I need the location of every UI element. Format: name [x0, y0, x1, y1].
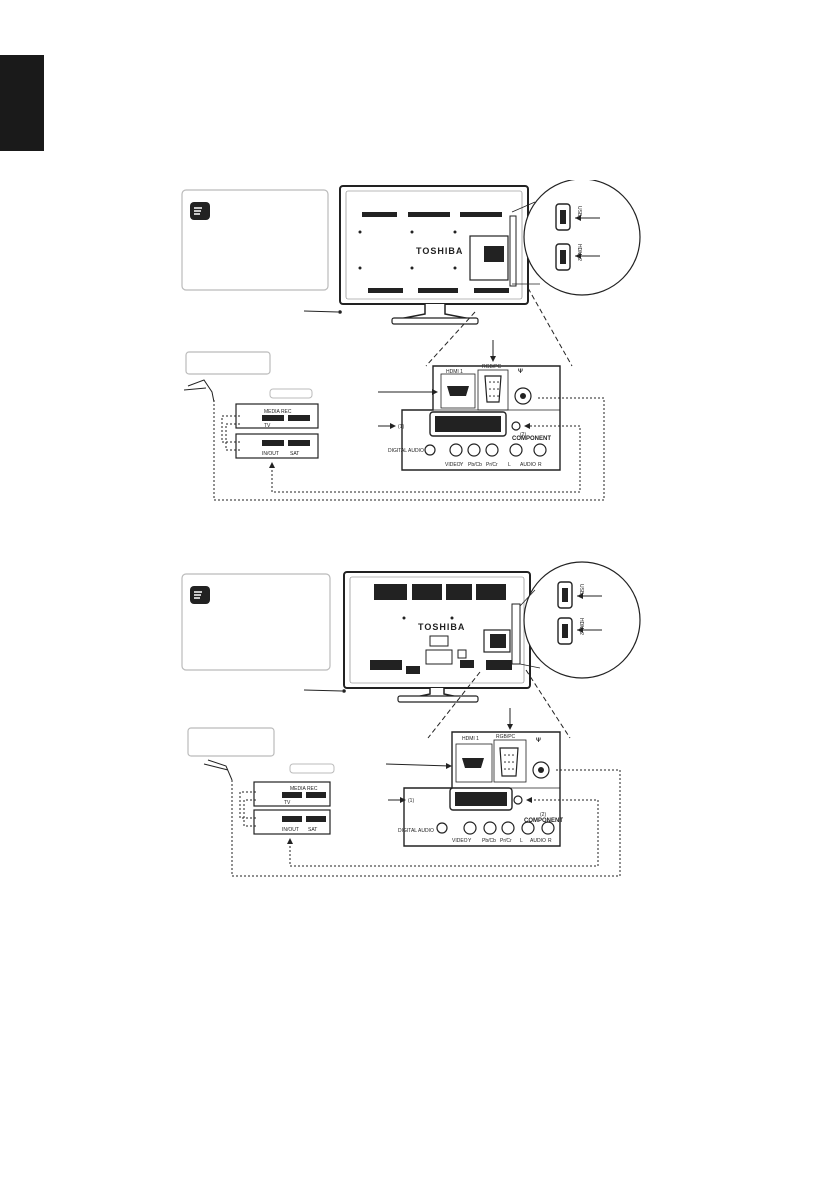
- recorder-title: MEDIA REC: [264, 409, 292, 415]
- rgbpc-port-label: RGB/PC: [496, 734, 516, 740]
- recorder-tv-label: TV: [284, 800, 291, 806]
- y-jack-label: Y: [468, 838, 472, 844]
- scart-port-label: (1): [408, 798, 414, 804]
- pb-jack-label: Pb/Cb: [482, 838, 496, 844]
- media-recorder-device: MEDIA REC TV IN/OUT SAT: [187, 727, 335, 835]
- video-jack-label: VIDEO: [445, 462, 461, 468]
- video-jack-label: VIDEO: [452, 838, 468, 844]
- side-ports-magnifier: USB HDMI 2: [511, 180, 641, 296]
- audio-r-jack-label: R: [548, 838, 552, 844]
- recorder-inout-label: IN/OUT: [262, 451, 279, 457]
- usb-port-label: USB: [576, 206, 582, 217]
- audio-l-jack-label: L: [508, 462, 511, 468]
- usb-port-label: USB: [578, 584, 584, 595]
- audio-jack-label: AUDIO: [520, 462, 536, 468]
- hdmi1-port-label: HDMI 1: [462, 736, 479, 742]
- pb-jack-label: Pb/Cb: [468, 462, 482, 468]
- digital-audio-label: DIGITAL AUDIO: [388, 448, 424, 454]
- scart-port-label: (1): [398, 424, 404, 430]
- pr-jack-label: Pr/Cr: [500, 838, 512, 844]
- main-ports-panel: HDMI 1 RGB/PC Ψ (1) (2) COMPONENT DIGITA…: [385, 708, 563, 847]
- in-port-label: (2): [520, 432, 526, 438]
- main-ports-panel: HDMI 1 RGB/PC Ψ (1) (2) COMPONENT DIGITA…: [378, 340, 561, 471]
- recorder-inout-label: IN/OUT: [282, 827, 299, 833]
- recorder-title: MEDIA REC: [290, 786, 318, 792]
- hdmi2-port-label: HDMI 2: [578, 618, 584, 635]
- note-box: [181, 189, 329, 291]
- hdmi1-port-label: HDMI 1: [446, 369, 463, 375]
- connection-diagram-2: TOSHIBA USB HDMI 2 HDMI 1: [0, 560, 822, 930]
- antenna-port-label: Ψ: [536, 738, 541, 744]
- rgbpc-port-label: RGB/PC: [482, 364, 502, 370]
- page-tab-marker: [0, 55, 44, 151]
- recorder-sat-label: SAT: [290, 451, 299, 457]
- pr-jack-label: Pr/Cr: [486, 462, 498, 468]
- hdmi2-port-label: HDMI 2: [576, 244, 582, 261]
- recorder-tv-label: TV: [264, 423, 271, 429]
- in-port-label: (2): [540, 812, 546, 818]
- media-recorder-device: MEDIA REC TV IN/OUT SAT: [183, 351, 319, 459]
- y-jack-label: Y: [460, 462, 464, 468]
- audio-jack-label: AUDIO: [530, 838, 546, 844]
- side-ports-magnifier: USB HDMI 2: [519, 561, 641, 679]
- audio-r-jack-label: R: [538, 462, 542, 468]
- component-label: COMPONENT: [524, 818, 563, 824]
- antenna-port-label: Ψ: [518, 369, 523, 375]
- recorder-sat-label: SAT: [308, 827, 317, 833]
- tv-brand-logo: TOSHIBA: [418, 622, 465, 632]
- tv-rear-panel: TOSHIBA: [343, 571, 531, 703]
- tv-rear-panel: TOSHIBA: [339, 185, 529, 325]
- digital-audio-label: DIGITAL AUDIO: [398, 828, 434, 834]
- tv-brand-logo: TOSHIBA: [416, 246, 463, 256]
- audio-l-jack-label: L: [520, 838, 523, 844]
- note-box: [181, 573, 331, 671]
- component-label: COMPONENT: [512, 436, 551, 442]
- connection-diagram-1: TOSHIBA USB HDMI 2 HDMI 1: [0, 180, 822, 550]
